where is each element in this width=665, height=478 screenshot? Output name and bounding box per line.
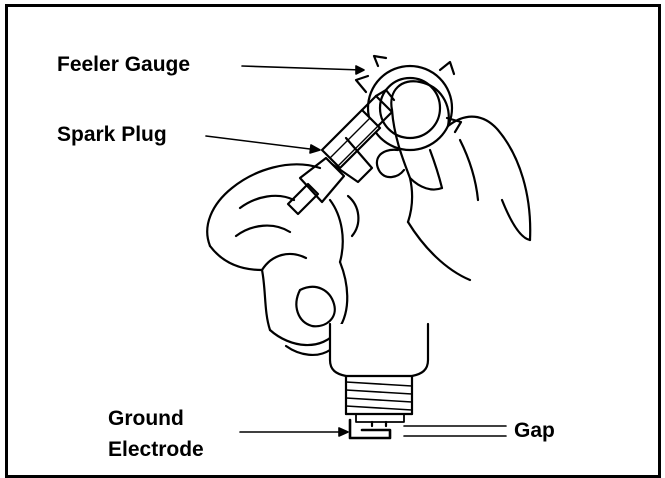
right-hand-drawing [375, 80, 532, 282]
left-hand-drawing [206, 163, 360, 356]
ground-electrode-label-line1: Ground [108, 407, 184, 430]
feeler-gauge-label: Feeler Gauge [57, 53, 191, 76]
ground-electrode-label-line2: Electrode [108, 438, 204, 461]
gap-label: Gap [514, 419, 555, 442]
leader-lines [205, 65, 507, 437]
diagram-frame [5, 4, 661, 478]
spark-plug-closeup [328, 322, 430, 440]
spark-plug-label: Spark Plug [57, 123, 167, 146]
spark-plug-drawing [286, 88, 396, 216]
